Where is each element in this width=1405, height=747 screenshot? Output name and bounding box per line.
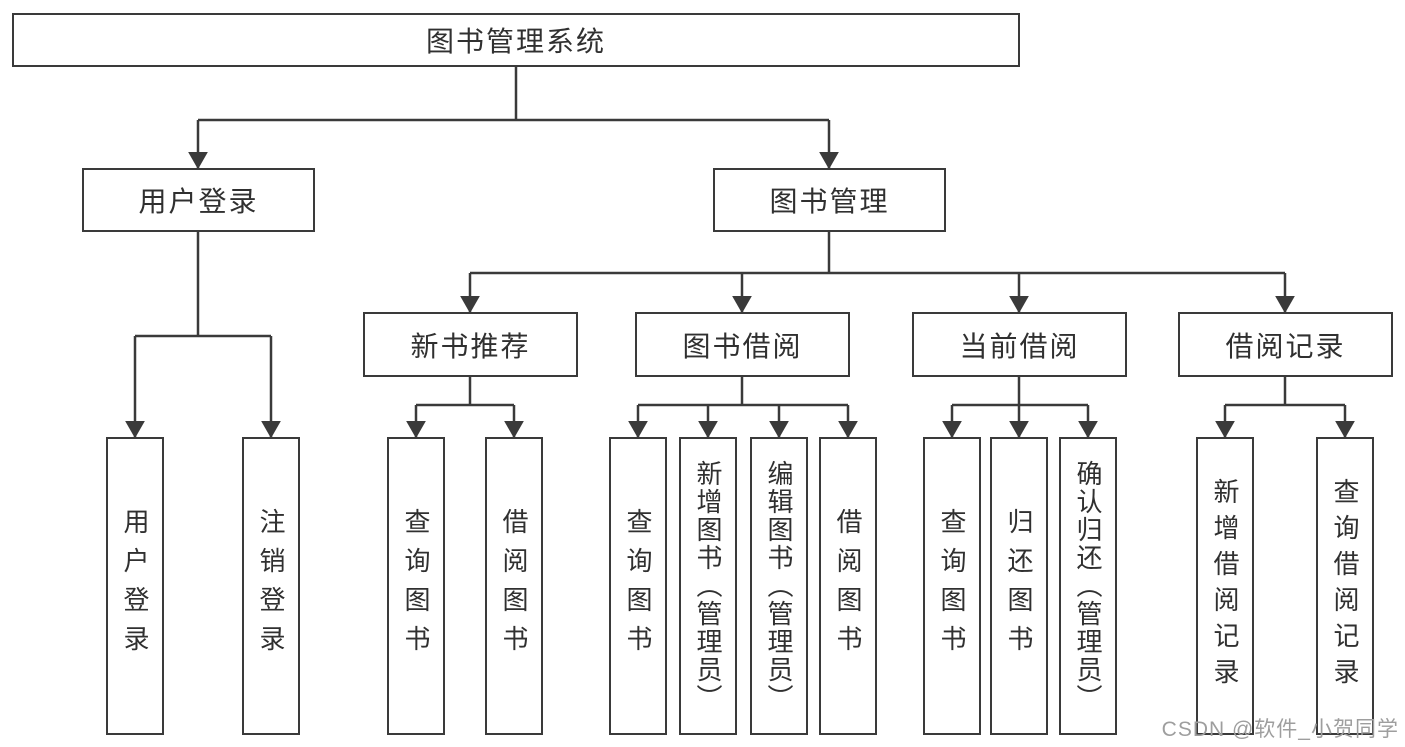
node-leaf-query-books-2: 查询图书 [609,437,667,735]
node-borrowing-records: 借阅记录 [1178,312,1393,377]
connector-root-trunk [198,67,829,122]
node-leaf-edit-books-admin: 编辑图书（管理员） [750,437,808,735]
node-leaf-borrow-books-2: 借阅图书 [819,437,877,735]
leaf-label: 用户登录 [120,508,150,664]
node-leaf-query-books-1: 查询图书 [387,437,445,735]
node-leaf-add-books-admin: 新增图书（管理员） [679,437,737,735]
node-leaf-add-borrow-record: 新增借阅记录 [1196,437,1254,735]
node-book-borrowing: 图书借阅 [635,312,850,377]
leaf-label: 查询借阅记录 [1330,478,1360,694]
node-leaf-user-login: 用户登录 [106,437,164,735]
leaf-label: 确认归还（管理员） [1073,460,1103,712]
connector-book-borrow-trunk [638,377,848,407]
leaf-label: 新增借阅记录 [1210,478,1240,694]
connector-user-login-trunk [135,232,271,338]
csdn-watermark: CSDN @软件_小贺同学 [1161,718,1399,741]
node-user-login: 用户登录 [82,168,315,232]
node-leaf-logout: 注销登录 [242,437,300,735]
leaf-label: 编辑图书（管理员） [764,460,794,712]
connector-current-borrow-trunk [952,377,1088,407]
node-leaf-confirm-return-admin: 确认归还（管理员） [1059,437,1117,735]
leaf-label: 查询图书 [937,508,967,664]
node-leaf-query-books-3: 查询图书 [923,437,981,735]
leaf-label: 新增图书（管理员） [693,460,723,712]
connector-new-book-trunk [416,377,514,407]
node-book-management: 图书管理 [713,168,946,232]
leaf-label: 归还图书 [1004,508,1034,664]
node-root-library-system: 图书管理系统 [12,13,1020,67]
node-current-borrowing: 当前借阅 [912,312,1127,377]
connector-book-management-trunk [470,232,1285,275]
leaf-label: 借阅图书 [499,508,529,664]
leaf-label: 借阅图书 [833,508,863,664]
node-leaf-borrow-books-1: 借阅图书 [485,437,543,735]
connector-borrow-record-trunk [1225,377,1345,407]
node-new-book-recommendation: 新书推荐 [363,312,578,377]
leaf-label: 查询图书 [401,508,431,664]
node-leaf-return-books: 归还图书 [990,437,1048,735]
node-leaf-query-borrow-record: 查询借阅记录 [1316,437,1374,735]
leaf-label: 注销登录 [256,508,286,664]
leaf-label: 查询图书 [623,508,653,664]
